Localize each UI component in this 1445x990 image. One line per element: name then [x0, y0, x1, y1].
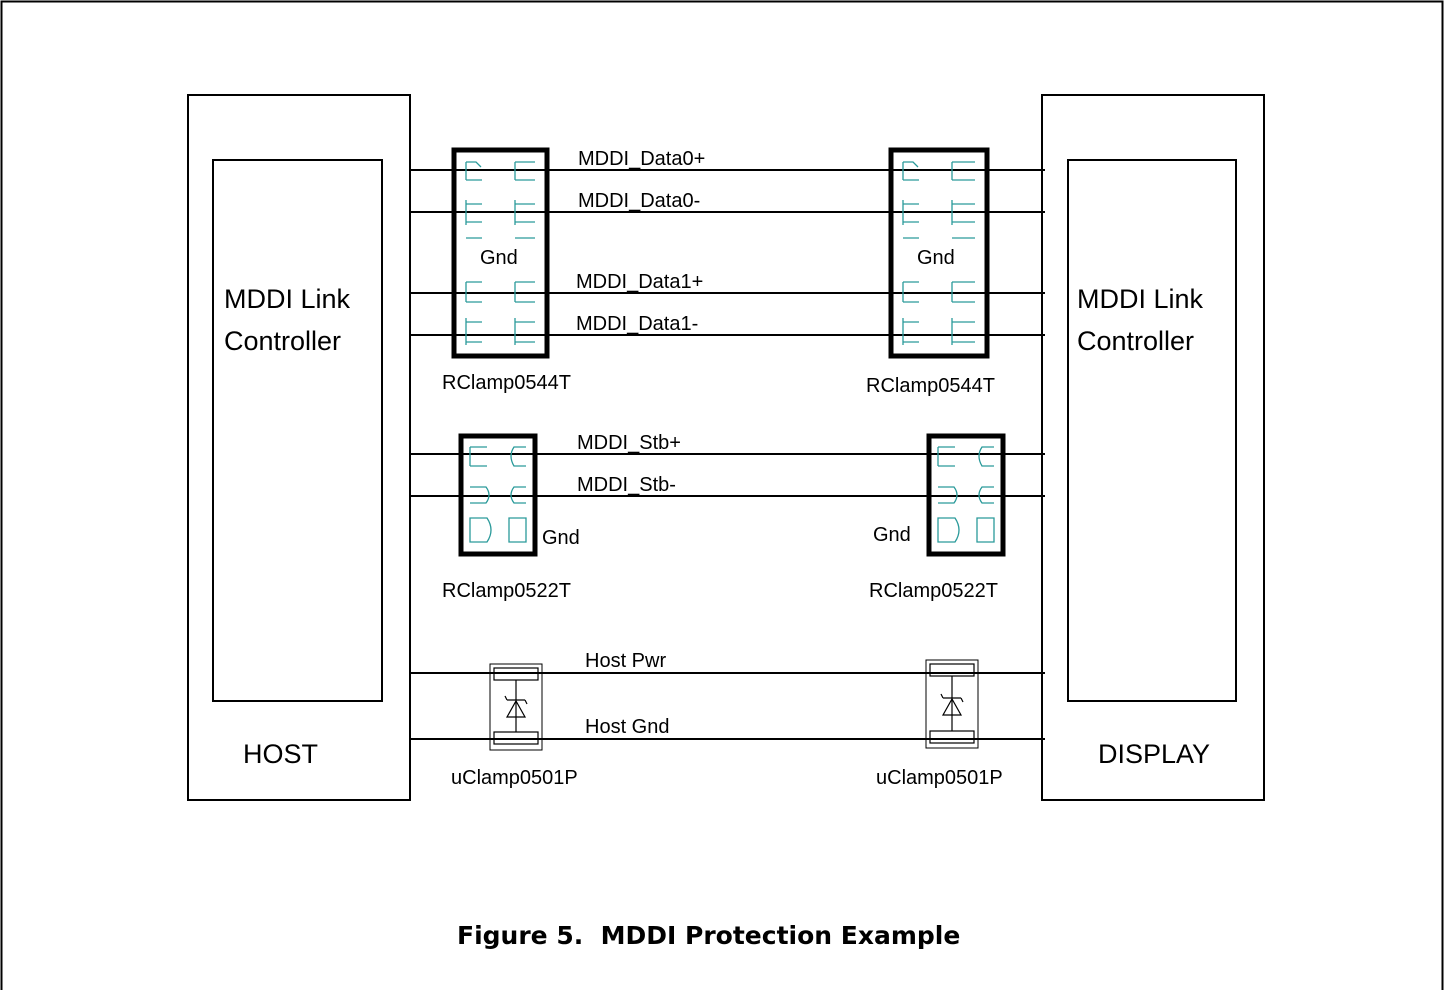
uclamp0501p-right: uClamp0501P [876, 659, 1003, 789]
rclamp0522t-left: Gnd RClamp0522T [442, 433, 580, 602]
rclamp0522t-left-internals [469, 446, 527, 543]
display-controller-label-line2: Controller [1077, 326, 1194, 356]
rclamp0544t-right-body [888, 147, 990, 359]
label-stb-neg: MDDI_Stb- [577, 474, 676, 496]
display-box [1041, 94, 1265, 801]
uclamp0501p-right-body [925, 659, 979, 749]
label-data0-pos: MDDI_Data0+ [578, 148, 705, 170]
display-label: DISPLAY [1098, 739, 1210, 769]
rclamp0522t-right-body [926, 433, 1006, 557]
uclamp0501p-right-part: uClamp0501P [876, 767, 1003, 789]
host-label: HOST [243, 739, 318, 769]
display-controller-label-line1: MDDI Link [1077, 284, 1204, 314]
host-controller-label-line1: MDDI Link [224, 284, 351, 314]
uclamp0501p-left-body [489, 663, 543, 751]
rclamp0522t-right-gnd: Gnd [873, 524, 911, 546]
uclamp0501p-left: uClamp0501P [451, 663, 578, 789]
rclamp0544t-left-part: RClamp0544T [442, 372, 571, 394]
label-data0-neg: MDDI_Data0- [578, 190, 700, 212]
display-block: MDDI Link Controller DISPLAY [1041, 94, 1265, 801]
rclamp0544t-right-part: RClamp0544T [866, 375, 995, 397]
display-controller-box [1067, 159, 1237, 702]
rclamp0544t-left-internals [465, 161, 535, 345]
host-controller-label-line2: Controller [224, 326, 341, 356]
host-block: MDDI Link Controller HOST [187, 94, 411, 801]
label-data1-pos: MDDI_Data1+ [576, 271, 703, 293]
label-host-pwr: Host Pwr [585, 650, 666, 672]
rclamp0522t-right: Gnd RClamp0522T [869, 433, 1006, 602]
label-data1-neg: MDDI_Data1- [576, 313, 698, 335]
uclamp0501p-left-diode-icon [505, 699, 527, 718]
rclamp0544t-left-body [451, 147, 550, 359]
rclamp0544t-left-gnd: Gnd [480, 247, 518, 269]
rclamp0544t-left: Gnd RClamp0544T [442, 147, 571, 394]
uclamp0501p-right-diode-icon [941, 697, 963, 716]
rclamp0544t-right-internals [902, 161, 975, 345]
rclamp0522t-right-internals [937, 446, 995, 543]
uclamp0501p-left-part: uClamp0501P [451, 767, 578, 789]
rclamp0544t-right: Gnd RClamp0544T [866, 147, 995, 397]
figure-caption: Figure 5. MDDI Protection Example [457, 921, 960, 950]
signal-lines [410, 169, 1045, 740]
rclamp0522t-left-body [458, 433, 538, 557]
host-box [187, 94, 411, 801]
rclamp0544t-right-gnd: Gnd [917, 247, 955, 269]
rclamp0522t-left-gnd: Gnd [542, 527, 580, 549]
label-stb-pos: MDDI_Stb+ [577, 432, 681, 454]
rclamp0522t-left-part: RClamp0522T [442, 580, 571, 602]
signal-labels: MDDI_Data0+ MDDI_Data0- MDDI_Data1+ MDDI… [576, 148, 705, 738]
host-controller-box [212, 159, 383, 702]
label-host-gnd: Host Gnd [585, 716, 669, 738]
rclamp0522t-right-part: RClamp0522T [869, 580, 998, 602]
